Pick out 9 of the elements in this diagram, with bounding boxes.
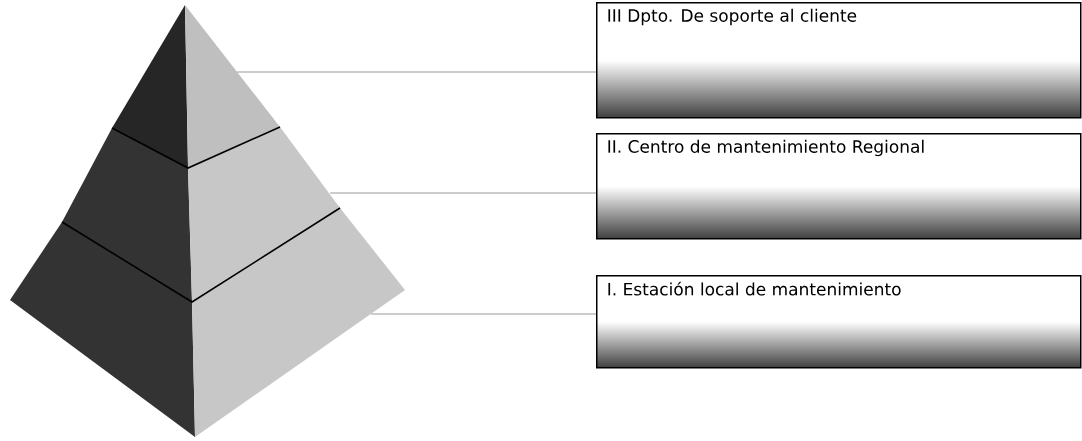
pyramid-tier <box>62 126 340 302</box>
pyramid-tier <box>10 207 405 437</box>
pyramid-tier <box>112 5 280 168</box>
leader-line <box>329 192 597 194</box>
leader-line <box>236 71 597 73</box>
level-box: II. Centro de mantenimiento Regional <box>596 133 1082 240</box>
level-box: III Dpto. De soporte al cliente <box>596 2 1082 119</box>
level-box: I. Estación local de mantenimiento <box>596 275 1082 369</box>
leader-line <box>370 313 597 315</box>
